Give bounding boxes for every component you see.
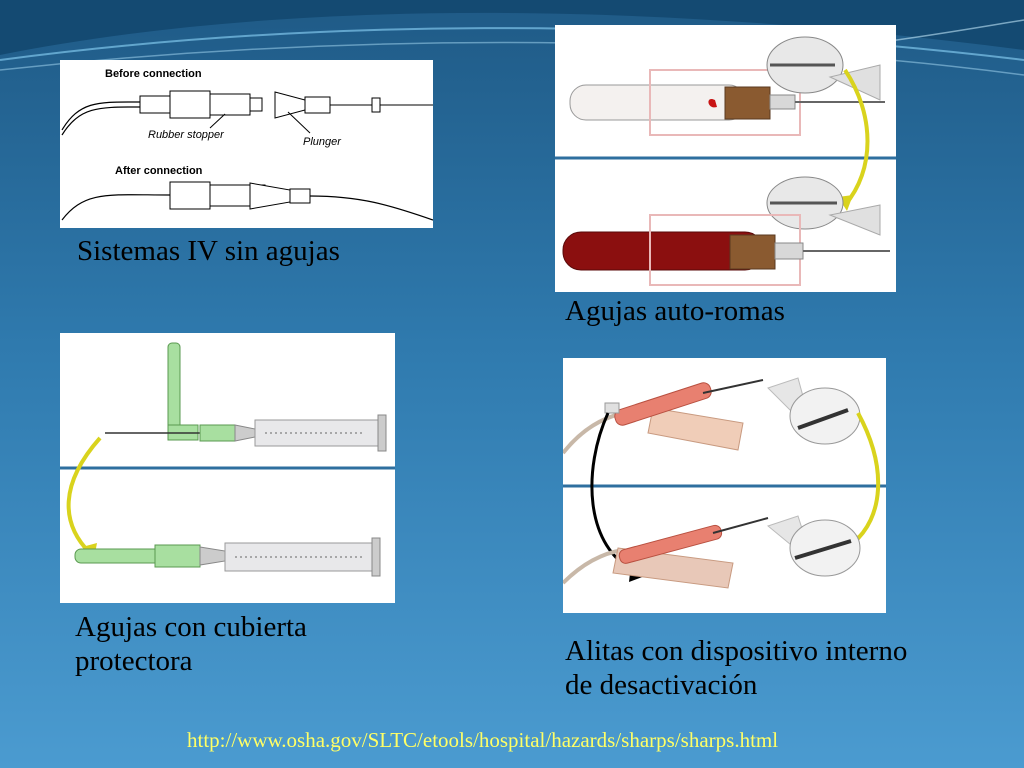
before-connection-label: Before connection xyxy=(105,68,202,80)
rubber-stopper-label: Rubber stopper xyxy=(148,129,225,141)
source-url-link[interactable]: http://www.osha.gov/SLTC/etools/hospital… xyxy=(187,728,779,752)
plunger-label: Plunger xyxy=(303,136,342,148)
winged-caption-line1: Alitas con dispositivo interno xyxy=(565,635,908,667)
winged-device-illustration xyxy=(563,377,886,589)
shielded-needle-diagram xyxy=(60,333,395,603)
iv-needleless-diagram: Before connection Rubber stopper Plunger… xyxy=(60,60,433,228)
winged-device-diagram xyxy=(563,358,886,613)
self-blunting-illustration xyxy=(555,36,896,286)
iv-connection-illustration: Before connection Rubber stopper Plunger… xyxy=(61,68,433,221)
self-blunting-caption: Agujas auto-romas xyxy=(565,295,785,327)
self-blunting-diagram xyxy=(555,25,896,292)
iv-caption: Sistemas IV sin agujas xyxy=(77,235,340,267)
shielded-caption-line1: Agujas con cubierta xyxy=(75,611,307,643)
shielded-caption-line2: protectora xyxy=(75,645,193,677)
after-connection-label: After connection xyxy=(115,165,203,177)
shielded-needle-illustration xyxy=(60,342,395,577)
shielded-caption: Agujas con cubierta protectora xyxy=(75,610,307,678)
winged-caption-line2: de desactivación xyxy=(565,669,758,701)
winged-caption: Alitas con dispositivo interno de desact… xyxy=(565,634,907,702)
